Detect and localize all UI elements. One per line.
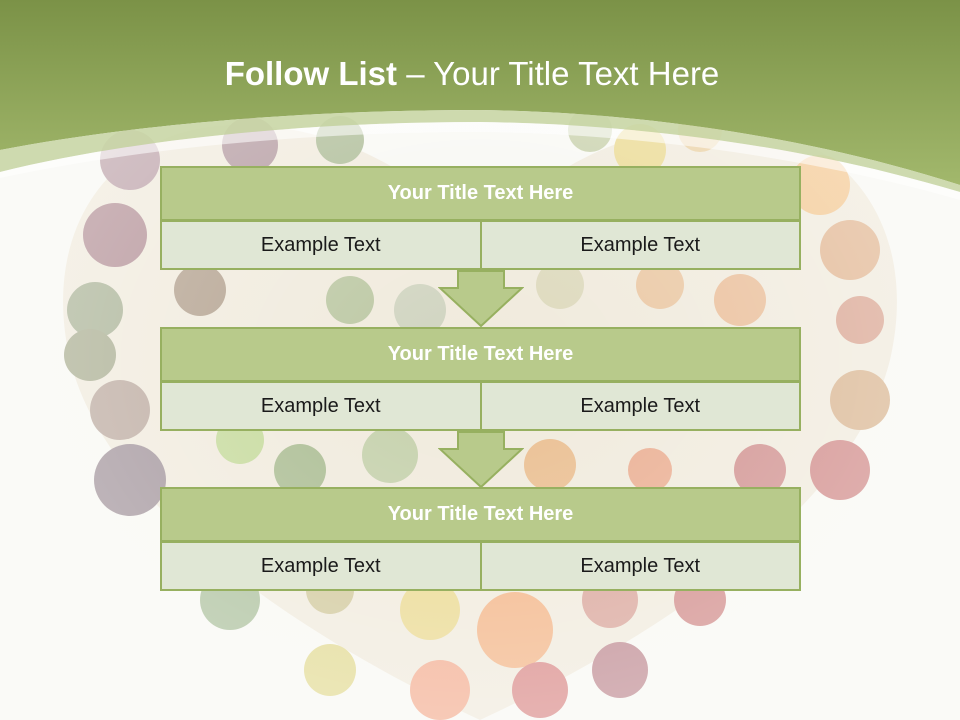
block-row: Example Text Example Text [160,541,801,591]
title-rest-part: – Your Title Text Here [397,55,720,92]
block-cell-left: Example Text [160,541,482,591]
header-band [0,0,960,185]
title-bold-part: Follow List [224,55,398,92]
block-cell-left: Example Text [160,220,482,270]
block-cell-right: Example Text [479,381,801,431]
block-title: Your Title Text Here [160,166,801,221]
block-cell-right: Example Text [479,541,801,591]
slide-title: Follow List – Your Title Text Here [0,55,944,93]
block-row: Example Text Example Text [160,381,801,431]
block-cell-right: Example Text [479,220,801,270]
follow-block-1: Your Title Text Here Example Text Exampl… [160,166,801,270]
down-arrow-icon [438,431,524,489]
follow-block-3: Your Title Text Here Example Text Exampl… [160,487,801,591]
block-cell-left: Example Text [160,381,482,431]
follow-block-2: Your Title Text Here Example Text Exampl… [160,327,801,431]
block-title: Your Title Text Here [160,487,801,542]
down-arrow-icon [438,270,524,328]
block-title: Your Title Text Here [160,327,801,382]
block-row: Example Text Example Text [160,220,801,270]
